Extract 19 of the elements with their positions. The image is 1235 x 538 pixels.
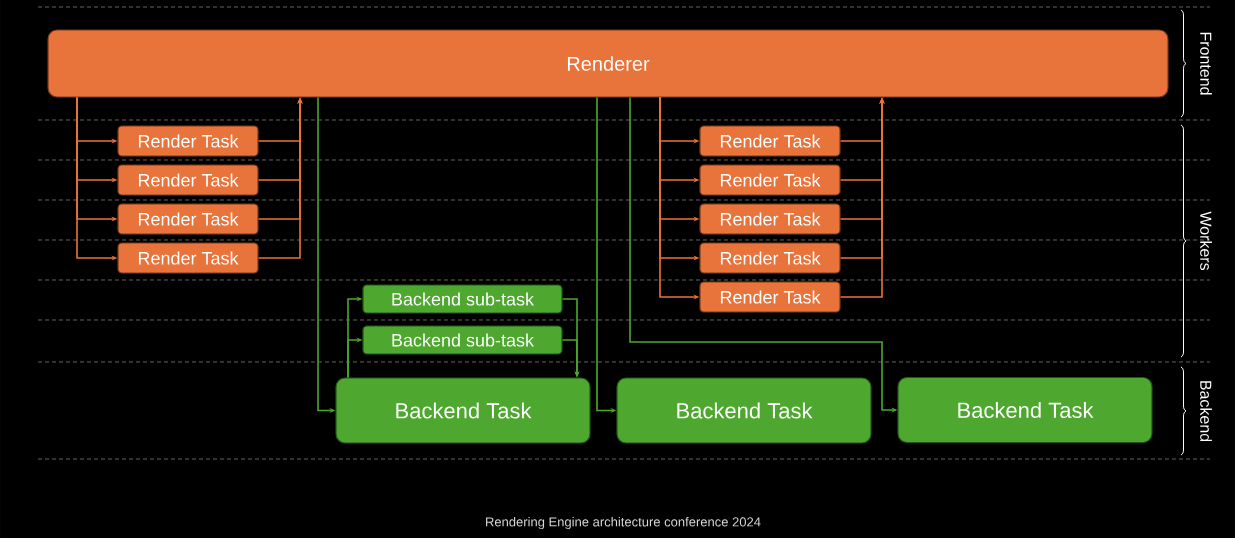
section-label: Frontend (1200, 32, 1212, 95)
task-box: Render Task (699, 125, 841, 157)
main-box: Renderer (47, 29, 1169, 98)
task-box: Render Task (699, 203, 841, 235)
section-label: Backend (1200, 381, 1212, 442)
task-box: Render Task (699, 242, 841, 274)
subtask-box: Backend sub-task (362, 284, 563, 314)
task-box: Render Task (117, 242, 259, 274)
task-box: Render Task (699, 164, 841, 196)
subtask-box: Backend sub-task (362, 325, 563, 355)
task-box: Render Task (117, 203, 259, 235)
task-box: Render Task (699, 281, 841, 313)
task-box: Backend Task (335, 377, 591, 444)
task-box: Render Task (117, 164, 259, 196)
section-label: Workers (1200, 211, 1212, 271)
task-box: Render Task (117, 125, 259, 157)
task-box: Backend Task (616, 377, 872, 444)
caption: Rendering Engine architecture conference 2024 (486, 516, 761, 530)
task-box: Backend Task (897, 376, 1153, 444)
